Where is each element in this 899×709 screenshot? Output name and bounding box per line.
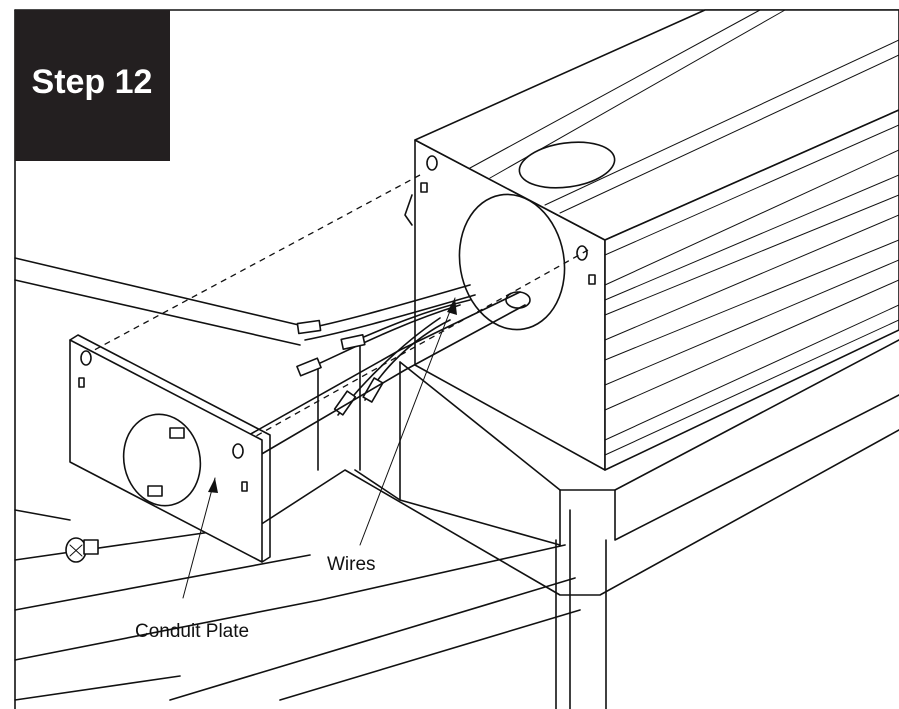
conduit-plate [69,334,271,563]
step-label: Step 12 [32,63,153,101]
conduit-plate-label: Conduit Plate [135,621,249,642]
wires-label: Wires [327,554,376,575]
electrical-box [404,9,899,471]
step-badge: Step 12 [15,10,170,161]
callout-leaders [182,297,457,599]
screw [65,537,99,563]
base-channel [14,257,899,709]
alignment-lines [84,174,589,446]
